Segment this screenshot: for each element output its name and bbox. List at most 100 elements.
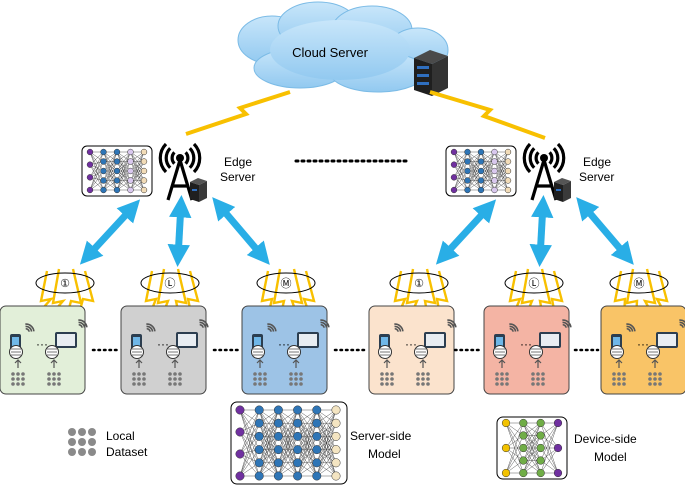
wifi-icon: [146, 323, 156, 332]
svg-text:Edge: Edge: [224, 155, 252, 169]
upload-arrow-icon: [651, 359, 659, 368]
group-box: [600, 305, 685, 395]
dataset-dots-icon: [648, 372, 662, 386]
device-group-2: Ⓛ···: [120, 268, 209, 395]
device-group-5: Ⓛ ···: [483, 268, 572, 395]
group-ellipse: [609, 272, 669, 294]
upload-arrow-icon: [534, 359, 542, 368]
server-model-icon: [235, 405, 341, 481]
group-marker: ①: [60, 278, 70, 290]
wifi-icon: [394, 323, 404, 332]
upload-arrow-icon: [615, 359, 623, 368]
server-model-network: [235, 405, 341, 481]
wifi-icon: [320, 319, 330, 328]
device-ellipsis: ···: [36, 337, 48, 351]
group-marker: Ⓛ: [529, 277, 540, 290]
group-marker: Ⓜ: [634, 277, 645, 290]
wifi-icon: [509, 323, 519, 332]
cloud-link-bolt-left: [185, 90, 291, 136]
group-ellipse: [256, 272, 316, 294]
group-ellipse: [35, 272, 95, 294]
device-model-sphere-icon: [610, 345, 624, 359]
wifi-icon: [78, 319, 88, 328]
device-model-network: [501, 418, 563, 478]
svg-text:Device-side: Device-side: [574, 432, 637, 446]
device-ellipsis: ···: [278, 337, 290, 351]
device-tablet-icon: [55, 332, 77, 348]
dataset-dots-icon: [531, 372, 545, 386]
upload-arrow-icon: [256, 359, 264, 368]
dataset-dots-icon: [495, 372, 509, 386]
device-model-sphere-icon: [646, 345, 660, 359]
edge-cluster-left: [81, 142, 207, 202]
dataset-dots-icon: [11, 372, 25, 386]
upload-arrow-icon: [171, 359, 179, 368]
upload-arrow-icon: [292, 359, 300, 368]
wifi-icon: [199, 319, 209, 328]
device-model-sphere-icon: [130, 345, 144, 359]
dataset-dots-icon: [416, 372, 430, 386]
svg-text:Server: Server: [220, 170, 255, 184]
group-box: [120, 305, 207, 395]
device-model-sphere-icon: [378, 345, 392, 359]
local-dataset-dots: [68, 428, 96, 456]
device-tablet-icon: [297, 332, 319, 348]
svg-text:Edge: Edge: [583, 155, 611, 169]
upload-arrow-icon: [419, 359, 427, 368]
device-group-1: ① ···: [0, 268, 95, 395]
device-groups-layer: ①···Ⓛ···Ⓜ···①···Ⓛ···Ⓜ···: [0, 268, 685, 395]
legend-local-dataset: Local Dataset: [68, 428, 148, 459]
group-box: [483, 305, 570, 395]
dataset-dots-icon: [47, 372, 61, 386]
device-model-sphere-icon: [414, 345, 428, 359]
edge-links: [79, 195, 634, 267]
device-ellipsis: ···: [520, 337, 532, 351]
edge-server-label-right: Edge Server: [579, 155, 614, 184]
svg-text:Server: Server: [579, 170, 614, 184]
svg-text:Local: Local: [106, 429, 135, 443]
upload-arrow-icon: [383, 359, 391, 368]
local-dataset-icon: [68, 428, 96, 456]
device-ellipsis: ···: [405, 337, 417, 351]
dataset-dots-icon: [612, 372, 626, 386]
device-model-sphere-icon: [166, 345, 180, 359]
edge-cluster-right: [445, 142, 571, 202]
dataset-dots-icon: [253, 372, 267, 386]
device-ellipsis: ···: [637, 337, 649, 351]
wifi-icon: [679, 319, 685, 328]
device-tablet-icon: [176, 332, 198, 348]
edge-server-box-icon: [190, 178, 207, 202]
group-box: [241, 305, 328, 395]
group-marker: Ⓜ: [281, 277, 292, 290]
edge-model-icon: [86, 148, 148, 194]
cloud-server-icon: Cloud Server: [237, 1, 449, 93]
device-model-sphere-icon: [251, 345, 265, 359]
dataset-dots-icon: [168, 372, 182, 386]
device-model-sphere-icon: [287, 345, 301, 359]
legend-device-model: Device-side Model: [496, 416, 637, 480]
group-ellipse: [504, 272, 564, 294]
svg-text:Server-side: Server-side: [350, 429, 412, 443]
tower-icon: [158, 142, 202, 201]
legend-server-model: Server-side Model: [230, 401, 412, 485]
group-marker: Ⓛ: [165, 277, 176, 290]
group-box: [0, 305, 86, 395]
upload-arrow-icon: [14, 359, 22, 368]
svg-text:Model: Model: [594, 450, 627, 464]
device-group-3: Ⓜ ···: [241, 268, 330, 395]
device-model-icon: [501, 418, 563, 478]
dataset-dots-icon: [132, 372, 146, 386]
device-group-4: ① ···: [368, 268, 457, 395]
upload-arrow-icon: [498, 359, 506, 368]
device-model-sphere-icon: [529, 345, 543, 359]
cloud-rack-icon: [414, 50, 448, 96]
cloud-link-bolt-right: [429, 90, 546, 140]
device-tablet-icon: [656, 332, 678, 348]
group-marker: ①: [414, 278, 424, 290]
group-ellipse: [389, 272, 449, 294]
device-tablet-icon: [539, 332, 561, 348]
dataset-dots-icon: [289, 372, 303, 386]
upload-arrow-icon: [135, 359, 143, 368]
